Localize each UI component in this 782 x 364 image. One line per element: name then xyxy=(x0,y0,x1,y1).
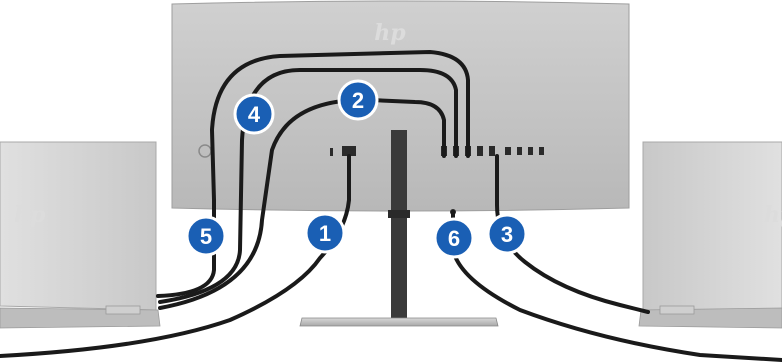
callout-2: 2 xyxy=(339,81,377,119)
port-g xyxy=(517,147,522,155)
callout-5-number: 5 xyxy=(200,224,212,249)
callout-4: 4 xyxy=(235,95,273,133)
callout-3-number: 3 xyxy=(501,222,513,247)
port-h xyxy=(528,147,533,155)
callout-5: 5 xyxy=(187,217,225,255)
callout-4-number: 4 xyxy=(248,102,261,127)
callout-2-number: 2 xyxy=(352,88,364,113)
stand-base xyxy=(300,318,498,326)
stand-neck xyxy=(391,130,407,318)
callout-6: 6 xyxy=(435,219,473,257)
port-e xyxy=(489,146,495,156)
right-laptop-hp-logo: hp xyxy=(764,202,782,228)
left-laptop-hinge xyxy=(106,306,140,314)
stand-clip xyxy=(388,210,410,218)
right-laptop: hp xyxy=(639,142,782,328)
port-i xyxy=(539,147,544,155)
callout-6-number: 6 xyxy=(448,226,460,251)
left-laptop-hp-logo: hp xyxy=(14,202,46,228)
port-f xyxy=(505,147,511,155)
monitor-hp-logo: hp xyxy=(374,20,406,46)
right-laptop-lid xyxy=(643,142,782,310)
port-security-slot xyxy=(330,148,333,156)
callout-3: 3 xyxy=(488,215,526,253)
port-d xyxy=(477,146,483,156)
callout-1-number: 1 xyxy=(319,221,331,246)
callout-1: 1 xyxy=(306,214,344,252)
right-laptop-hinge xyxy=(660,306,694,314)
left-laptop: hp xyxy=(0,142,160,328)
